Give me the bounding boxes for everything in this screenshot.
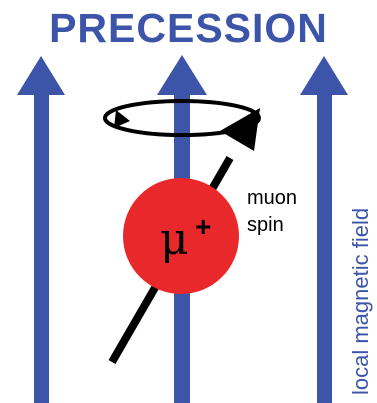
precession-orbit: [103, 99, 261, 137]
muon-particle: [123, 178, 239, 294]
spin-label-muon: muon: [247, 187, 298, 209]
field-label: local magnetic field: [348, 207, 373, 395]
field-arrow-left: [17, 56, 65, 403]
particle-symbol: μ: [160, 214, 189, 265]
orbit-arrowhead: [114, 110, 130, 128]
diagram-title: PRECESSION: [49, 5, 328, 51]
spin-label-spin: spin: [247, 214, 284, 236]
particle-charge: +: [195, 211, 212, 242]
spin-arrowhead: [220, 108, 260, 151]
field-arrow-right: [300, 56, 348, 403]
